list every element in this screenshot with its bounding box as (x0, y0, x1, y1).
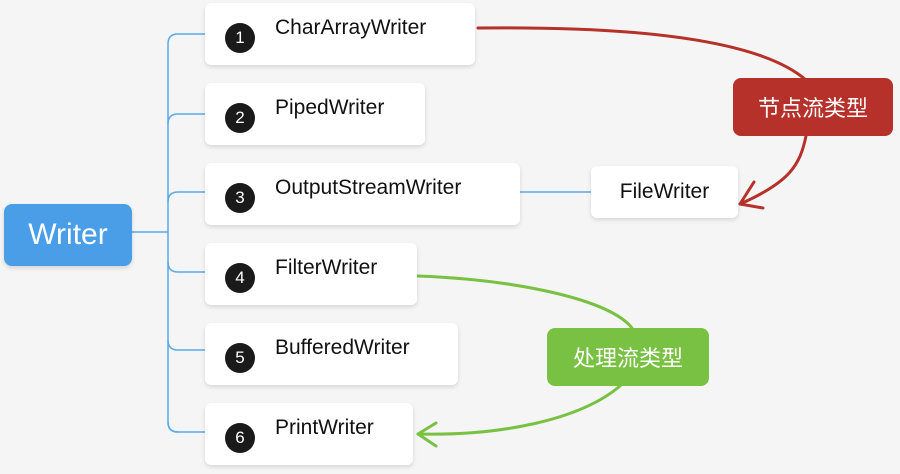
sub-node-label: FileWriter (619, 180, 710, 203)
tree-trunk (167, 33, 179, 433)
node-stream-arrowhead (738, 180, 765, 210)
node-label: PrintWriter (275, 416, 374, 439)
node-label: OutputStreamWriter (275, 176, 462, 199)
process-stream-tag[interactable]: 处理流类型 (547, 328, 709, 386)
root-label: Writer (28, 218, 108, 251)
branch-connector-2 (167, 113, 205, 125)
root-node-writer[interactable]: Writer (4, 204, 132, 266)
child-node-chararraywriter[interactable]: 1 CharArrayWriter (205, 3, 475, 65)
sub-node-filewriter[interactable]: FileWriter (591, 166, 738, 218)
branch-connector-4 (167, 261, 205, 273)
branch-connector-6 (167, 421, 205, 433)
node-label: BufferedWriter (275, 336, 410, 359)
node-stream-arrow (476, 26, 808, 206)
process-stream-arrow (416, 274, 634, 436)
index-badge: 5 (225, 343, 255, 373)
child-node-filterwriter[interactable]: 4 FilterWriter (205, 243, 417, 305)
node-label: FilterWriter (275, 256, 378, 279)
index-badge: 3 (225, 183, 255, 213)
process-stream-label: 处理流类型 (572, 347, 683, 372)
child-node-outputstreamwriter[interactable]: 3 OutputStreamWriter (205, 163, 520, 225)
node-label: CharArrayWriter (275, 16, 427, 39)
index-badge: 6 (225, 423, 255, 453)
child-node-bufferedwriter[interactable]: 5 BufferedWriter (205, 323, 458, 385)
process-stream-arrowhead (416, 421, 438, 448)
branch-connector-5 (167, 339, 205, 351)
index-badge: 4 (225, 263, 255, 293)
node-stream-tag[interactable]: 节点流类型 (733, 78, 893, 136)
index-badge: 1 (225, 23, 255, 53)
node-stream-label: 节点流类型 (757, 97, 868, 122)
child-node-printwriter[interactable]: 6 PrintWriter (205, 403, 413, 465)
branch-connector-3 (167, 191, 205, 203)
child-node-pipedwriter[interactable]: 2 PipedWriter (205, 83, 425, 145)
index-badge: 2 (225, 103, 255, 133)
node-label: PipedWriter (275, 96, 385, 119)
